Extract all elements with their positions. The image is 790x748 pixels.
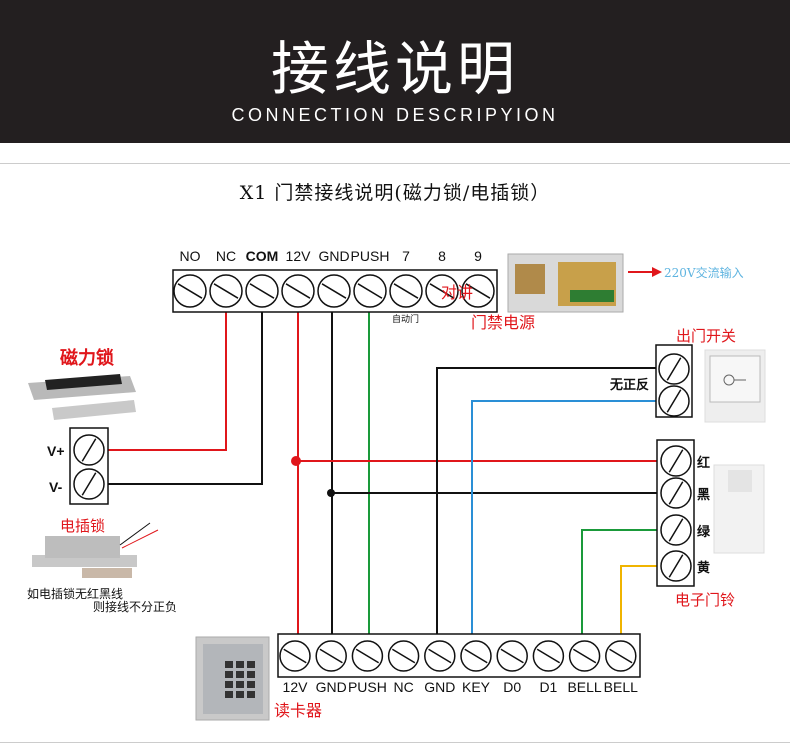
reader-terminal-label: KEY xyxy=(462,679,491,695)
screw-terminal-icon xyxy=(660,550,692,582)
page-subtitle: CONNECTION DESCRIPYION xyxy=(231,105,559,125)
wire-com-vminus xyxy=(108,308,263,485)
doorbell-label: 电子门铃 xyxy=(675,591,735,609)
top-terminal-label: PUSH xyxy=(351,248,390,264)
mag-lock-label: 磁力锁 xyxy=(60,347,114,369)
power-supply-label: 门禁电源 xyxy=(471,313,535,332)
screw-terminal-icon xyxy=(353,274,387,308)
page-title: 接线说明 xyxy=(270,35,519,103)
junction-black xyxy=(327,489,335,497)
screw-terminal-icon xyxy=(281,274,315,308)
exit-switch-image xyxy=(704,349,766,423)
doorbell-wire-label: 黑 xyxy=(697,488,710,503)
screw-terminal-icon xyxy=(660,514,692,546)
vminus-label: V- xyxy=(49,479,63,495)
wire-gnd-exit xyxy=(436,367,662,642)
strike-lock-label: 电插锁 xyxy=(60,517,105,535)
strike-note-2: 则接线不分正负 xyxy=(93,599,177,614)
wire-nc-vplus xyxy=(108,308,227,451)
header-band: 接线说明 CONNECTION DESCRIPYION xyxy=(0,0,790,143)
top-terminal-label: COM xyxy=(246,248,279,264)
top-terminal-label: NC xyxy=(216,248,236,264)
screw-terminal-icon xyxy=(73,468,105,500)
top-terminal-label: 12V xyxy=(286,248,312,264)
screw-terminal-icon xyxy=(605,640,637,672)
reader-terminal-label: 12V xyxy=(283,679,309,695)
screw-terminal-icon xyxy=(209,274,243,308)
top-terminal-label: 7 xyxy=(402,248,410,264)
divider xyxy=(0,163,790,164)
screw-terminal-icon xyxy=(425,274,459,308)
top-terminal-label: 9 xyxy=(474,248,482,264)
reader-terminal-label: GND xyxy=(424,679,455,695)
doorbell-wire-label: 绿 xyxy=(697,524,711,540)
vplus-label: V+ xyxy=(47,443,65,459)
screw-terminal-icon xyxy=(424,640,456,672)
strike-note-1: 如电插锁无红黑线 xyxy=(27,586,123,601)
ac-input-label: 220V交流输入 xyxy=(664,265,744,280)
screw-terminal-icon xyxy=(173,274,207,308)
screw-terminal-icon xyxy=(315,640,347,672)
doorbell-image xyxy=(713,464,765,554)
reader-terminal-label: BELL xyxy=(604,679,638,695)
reader-terminal-label: D1 xyxy=(539,679,557,695)
screw-terminal-icon xyxy=(351,640,384,672)
wire-bell-yellow xyxy=(620,565,664,642)
wire-key-exit xyxy=(471,400,662,642)
reader-terminal-label: NC xyxy=(393,679,413,695)
screw-terminal-icon xyxy=(460,640,492,672)
arrow-head-icon xyxy=(652,267,662,277)
screw-terminal-icon xyxy=(245,274,279,308)
intercom-note: 对讲 xyxy=(441,283,473,302)
reader-label: 读卡器 xyxy=(274,701,322,720)
screw-terminal-icon xyxy=(317,274,351,308)
screw-terminal-icon xyxy=(73,434,105,466)
diagram-title: X1 门禁接线说明(磁力锁/电插锁） xyxy=(239,182,551,204)
screw-terminal-icon xyxy=(387,640,420,672)
screw-terminal-icon xyxy=(279,640,311,672)
mag-lock-image xyxy=(28,374,136,420)
reader-terminal-label: PUSH xyxy=(348,679,387,695)
top-terminal-label: NO xyxy=(180,248,201,264)
top-terminal-label: GND xyxy=(318,248,349,264)
screw-terminal-icon xyxy=(658,385,690,417)
top-terminal-label: 8 xyxy=(438,248,446,264)
reader-terminal-label: BELL xyxy=(567,679,601,695)
exit-switch-label: 出门开关 xyxy=(676,327,736,345)
screw-terminal-icon xyxy=(658,353,690,385)
strike-lock-image xyxy=(32,522,159,578)
card-reader-image xyxy=(195,636,270,721)
screw-terminal-icon xyxy=(496,640,528,672)
doorbell-wire-label: 黄 xyxy=(697,560,710,576)
reader-terminal-label: D0 xyxy=(503,679,521,695)
screw-terminal-icon xyxy=(660,445,692,477)
auto-door-note: 自动门 xyxy=(392,313,419,325)
junction-red xyxy=(291,456,301,466)
doorbell-wire-label: 红 xyxy=(697,455,710,471)
divider xyxy=(0,742,790,743)
screw-terminal-icon xyxy=(461,274,495,308)
wire-bell-green xyxy=(581,529,664,642)
exit-switch-note: 无正反 xyxy=(609,377,649,393)
screw-terminal-icon xyxy=(660,477,692,509)
power-supply-image xyxy=(507,253,624,313)
screw-terminal-icon xyxy=(532,640,565,672)
screw-terminal-icon xyxy=(568,640,601,672)
screw-terminal-icon xyxy=(389,274,423,308)
reader-terminal-label: GND xyxy=(316,679,347,695)
